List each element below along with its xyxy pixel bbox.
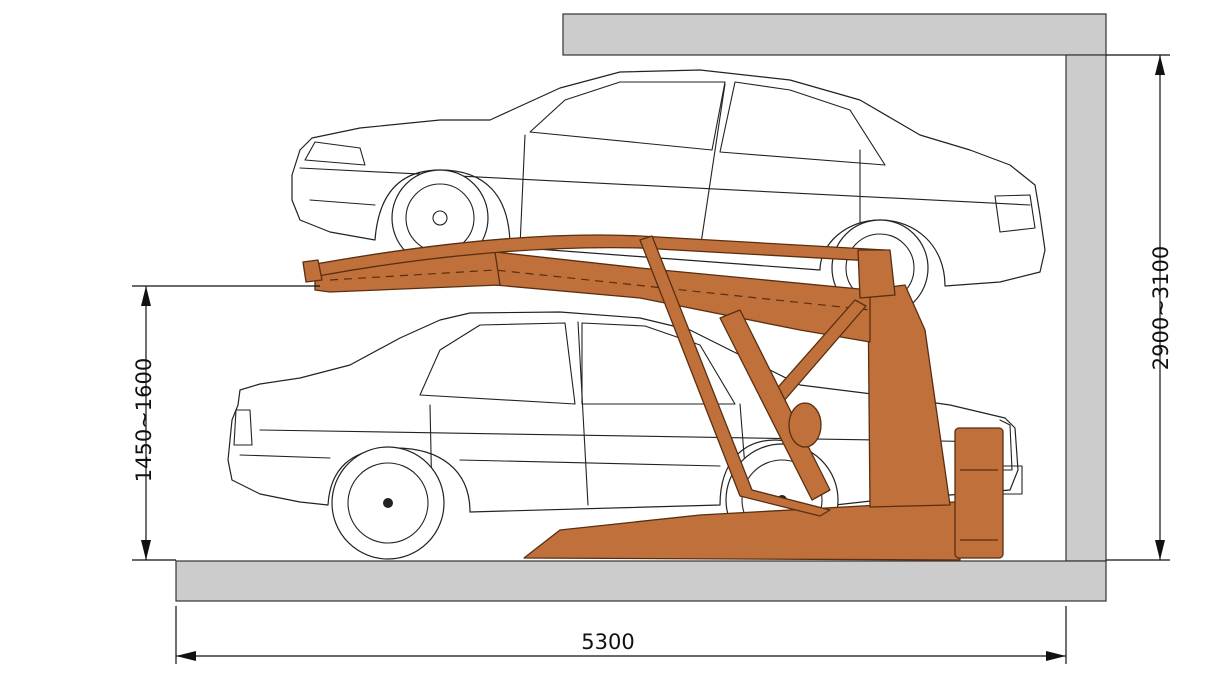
upper-car-body bbox=[291, 69, 1046, 287]
floor-slab bbox=[175, 560, 1107, 602]
hydraulic-cylinder bbox=[719, 309, 831, 501]
lower-car-rear-rim bbox=[347, 462, 429, 544]
building-structure bbox=[175, 13, 1107, 602]
upper-car-tail bbox=[994, 194, 1036, 233]
tilt-lift-mechanism bbox=[302, 234, 1004, 561]
lower-car-rear-hub bbox=[383, 498, 393, 508]
width-arrow-right bbox=[1046, 651, 1066, 661]
dimension-total-height: 2900~3100 bbox=[1106, 54, 1173, 561]
dimension-width: 5300 bbox=[175, 606, 1067, 664]
front-wheel-clamp bbox=[302, 259, 323, 283]
lift-column bbox=[867, 284, 951, 508]
power-unit bbox=[954, 427, 1004, 559]
platform-rear-hook bbox=[857, 249, 896, 299]
width-arrow-left bbox=[176, 651, 196, 661]
upper-car-windows bbox=[529, 81, 886, 166]
upper-car-front-hub bbox=[432, 210, 448, 226]
width-label: 5300 bbox=[581, 630, 634, 654]
lower-car-front-bumper bbox=[999, 419, 1023, 495]
total-height-label: 2900~3100 bbox=[1149, 246, 1173, 370]
cylinder-joint bbox=[788, 402, 822, 448]
rear-wall bbox=[1065, 54, 1107, 562]
upper-car-headlight bbox=[304, 141, 366, 166]
lower-height-arrow-bottom bbox=[141, 540, 151, 560]
lower-height-arrow-top bbox=[141, 286, 151, 306]
total-height-arrow-bottom bbox=[1155, 540, 1165, 560]
total-height-arrow-top bbox=[1155, 55, 1165, 75]
upper-car-door-lines bbox=[299, 83, 1031, 251]
support-strut-long bbox=[639, 235, 831, 517]
power-unit-detail bbox=[960, 469, 998, 541]
lower-height-label: 1450~1600 bbox=[132, 358, 156, 482]
lower-car-door-lines bbox=[239, 321, 1001, 506]
lower-car-rear-lights bbox=[233, 409, 253, 446]
ceiling-slab bbox=[562, 13, 1107, 56]
dimension-lower-height: 1450~1600 bbox=[132, 285, 320, 561]
